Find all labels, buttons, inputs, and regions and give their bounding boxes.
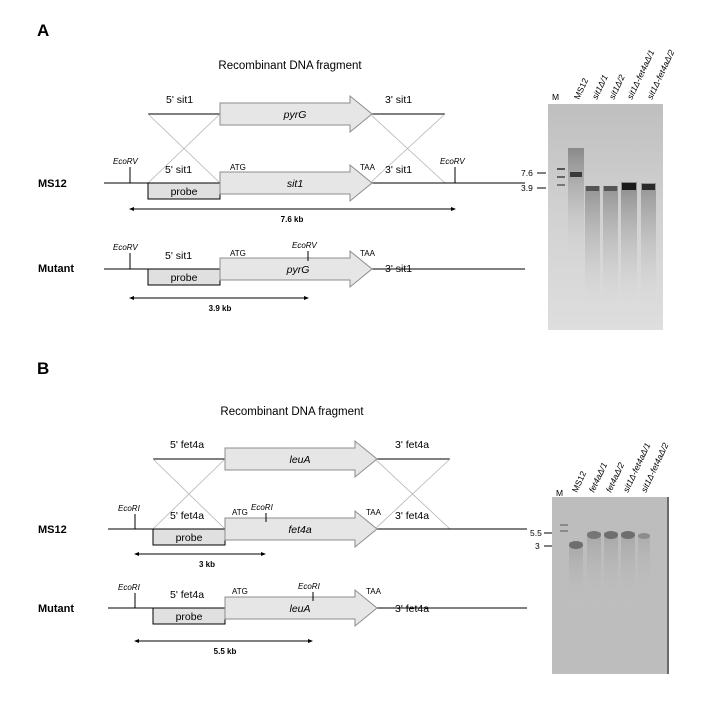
panel-b-wt-gene-label: fet4a	[288, 524, 312, 536]
panel-a-mutant-start-codon: ATG	[230, 249, 246, 258]
panel-b-wt-probe-label: probe	[176, 532, 203, 544]
panel-a-wt-probe-label: probe	[171, 186, 198, 198]
panel-b-mutant-row-label: Mutant	[38, 603, 74, 615]
panel-a-wt-site-right: EcoRV	[440, 157, 465, 166]
panel-b-mutant-marker-arrow	[224, 588, 378, 628]
panel-a-fragment-marker: pyrG	[283, 109, 307, 121]
panel-a-fragment-flank5: 5' sit1	[166, 94, 193, 106]
panel-a-wt-row-label: MS12	[38, 178, 67, 190]
panel-a-mutant-locus: Mutant EcoRV 5' sit1 probe ATG EcoRV pyr…	[38, 241, 525, 313]
panel-a-mutant-probe-label: probe	[171, 272, 198, 284]
panel-a-wt-stop-codon: TAA	[360, 163, 376, 172]
panel-b-blot-marker-lane: M	[556, 488, 563, 498]
panel-b-wt-site-left: EcoRI	[118, 504, 141, 513]
panel-a-wt-size-label: 7.6 kb	[281, 215, 304, 224]
panel-a-recombinant-fragment: 5' sit1 pyrG 3' sit1	[148, 94, 445, 134]
panel-b-fragment-marker: leuA	[289, 454, 310, 466]
panel-a-mutant-flank3: 3' sit1	[385, 263, 412, 275]
panel-b-wt-stop-codon: TAA	[366, 508, 382, 517]
panel-b-mutant-stop-codon: TAA	[366, 587, 382, 596]
panel-b-crossover-lines	[152, 458, 451, 530]
panel-b-mutant-marker-label: leuA	[289, 603, 310, 615]
panel-b-mutant-start-codon: ATG	[232, 587, 248, 596]
panel-b-mutant-flank3: 3' fet4a	[395, 603, 429, 615]
panel-b-blot-size-marker-1: 5.5	[530, 528, 542, 538]
panel-b-mutant-site-left: EcoRI	[118, 583, 141, 592]
panel-a-wt-flank3: 3' sit1	[385, 164, 412, 176]
panel-a-wt-flank5: 5' sit1	[165, 164, 192, 176]
panel-b-wt-site-mid: EcoRI	[251, 503, 274, 512]
panel-a-blot-marker-lane: M	[552, 92, 559, 102]
panel-a-fragment-flank3: 3' sit1	[385, 94, 412, 106]
panel-b-fragment-flank3: 3' fet4a	[395, 439, 429, 451]
panel-a-mutant-row-label: Mutant	[38, 263, 74, 275]
panel-a-crossover-lines	[147, 113, 446, 184]
panel-a-mutant-size-label: 3.9 kb	[209, 304, 232, 313]
panel-b-blot-size-marker-2: 3	[535, 541, 540, 551]
panel-b-mutant-site-mid: EcoRI	[298, 582, 321, 591]
panel-b-wt-start-codon: ATG	[232, 508, 248, 517]
panel-a-wt-gene-label: sit1	[287, 178, 303, 190]
panel-b-mutant-locus: Mutant EcoRI 5' fet4a probe ATG EcoRI le…	[38, 582, 527, 656]
panel-b-fragment-flank5: 5' fet4a	[170, 439, 204, 451]
panel-a-wt-gene-arrow	[219, 163, 373, 203]
panel-b-wt-flank5: 5' fet4a	[170, 510, 204, 522]
panel-a-mutant-site-left: EcoRV	[113, 243, 138, 252]
panel-b-letter: B	[37, 359, 49, 378]
panel-a-mutant-marker-label: pyrG	[286, 264, 310, 276]
panel-a-mutant-marker-arrow	[219, 249, 373, 289]
panel-b-blot-lane-1: MS12	[570, 469, 589, 494]
panel-b-mutant-probe-label: probe	[176, 611, 203, 623]
panel-b-wt-locus: MS12 EcoRI 5' fet4a probe ATG EcoRI fet4…	[38, 503, 527, 569]
panel-b-wt-row-label: MS12	[38, 524, 67, 536]
panel-a-mutant-site-mid: EcoRV	[292, 241, 317, 250]
panel-a-mutant-flank5: 5' sit1	[165, 250, 192, 262]
panel-b-fragment-marker-arrow	[224, 439, 378, 479]
panel-a-wt-locus: MS12 EcoRV EcoRV 5' sit1 probe ATG sit1 …	[38, 157, 525, 224]
panel-b-wt-size-label: 3 kb	[199, 560, 215, 569]
panel-a-blot-lane-1: MS12	[572, 76, 591, 101]
panel-b-southern-blot: M MS12 fet4aΔ/1 fet4aΔ/2 sit1Δ-fet4aΔ/1 …	[530, 441, 671, 674]
panel-b-mutant-flank5: 5' fet4a	[170, 589, 204, 601]
panel-b-wt-gene-arrow	[224, 509, 378, 549]
panel-a-mutant-stop-codon: TAA	[360, 249, 376, 258]
panel-a-wt-start-codon: ATG	[230, 163, 246, 172]
panel-a: A Recombinant DNA fragment 5' sit1 pyrG …	[37, 21, 677, 330]
panel-a-fragment-marker-arrow	[219, 94, 373, 134]
panel-a-letter: A	[37, 21, 49, 40]
panel-a-wt-site-left: EcoRV	[113, 157, 138, 166]
panel-b-wt-flank3: 3' fet4a	[395, 510, 429, 522]
panel-a-fragment-title: Recombinant DNA fragment	[218, 60, 362, 72]
panel-b-mutant-size-label: 5.5 kb	[214, 647, 237, 656]
panel-a-southern-blot: M MS12 sit1Δ/1 sit1Δ/2 sit1Δ-fet4aΔ/1 si…	[521, 48, 677, 330]
panel-a-blot-size-marker-2: 3.9	[521, 183, 533, 193]
panel-b-fragment-title: Recombinant DNA fragment	[220, 406, 364, 418]
panel-b-recombinant-fragment: 5' fet4a leuA 3' fet4a	[153, 439, 450, 479]
panel-a-blot-size-marker-1: 7.6	[521, 168, 533, 178]
panel-b: B Recombinant DNA fragment 5' fet4a leuA…	[37, 359, 671, 674]
